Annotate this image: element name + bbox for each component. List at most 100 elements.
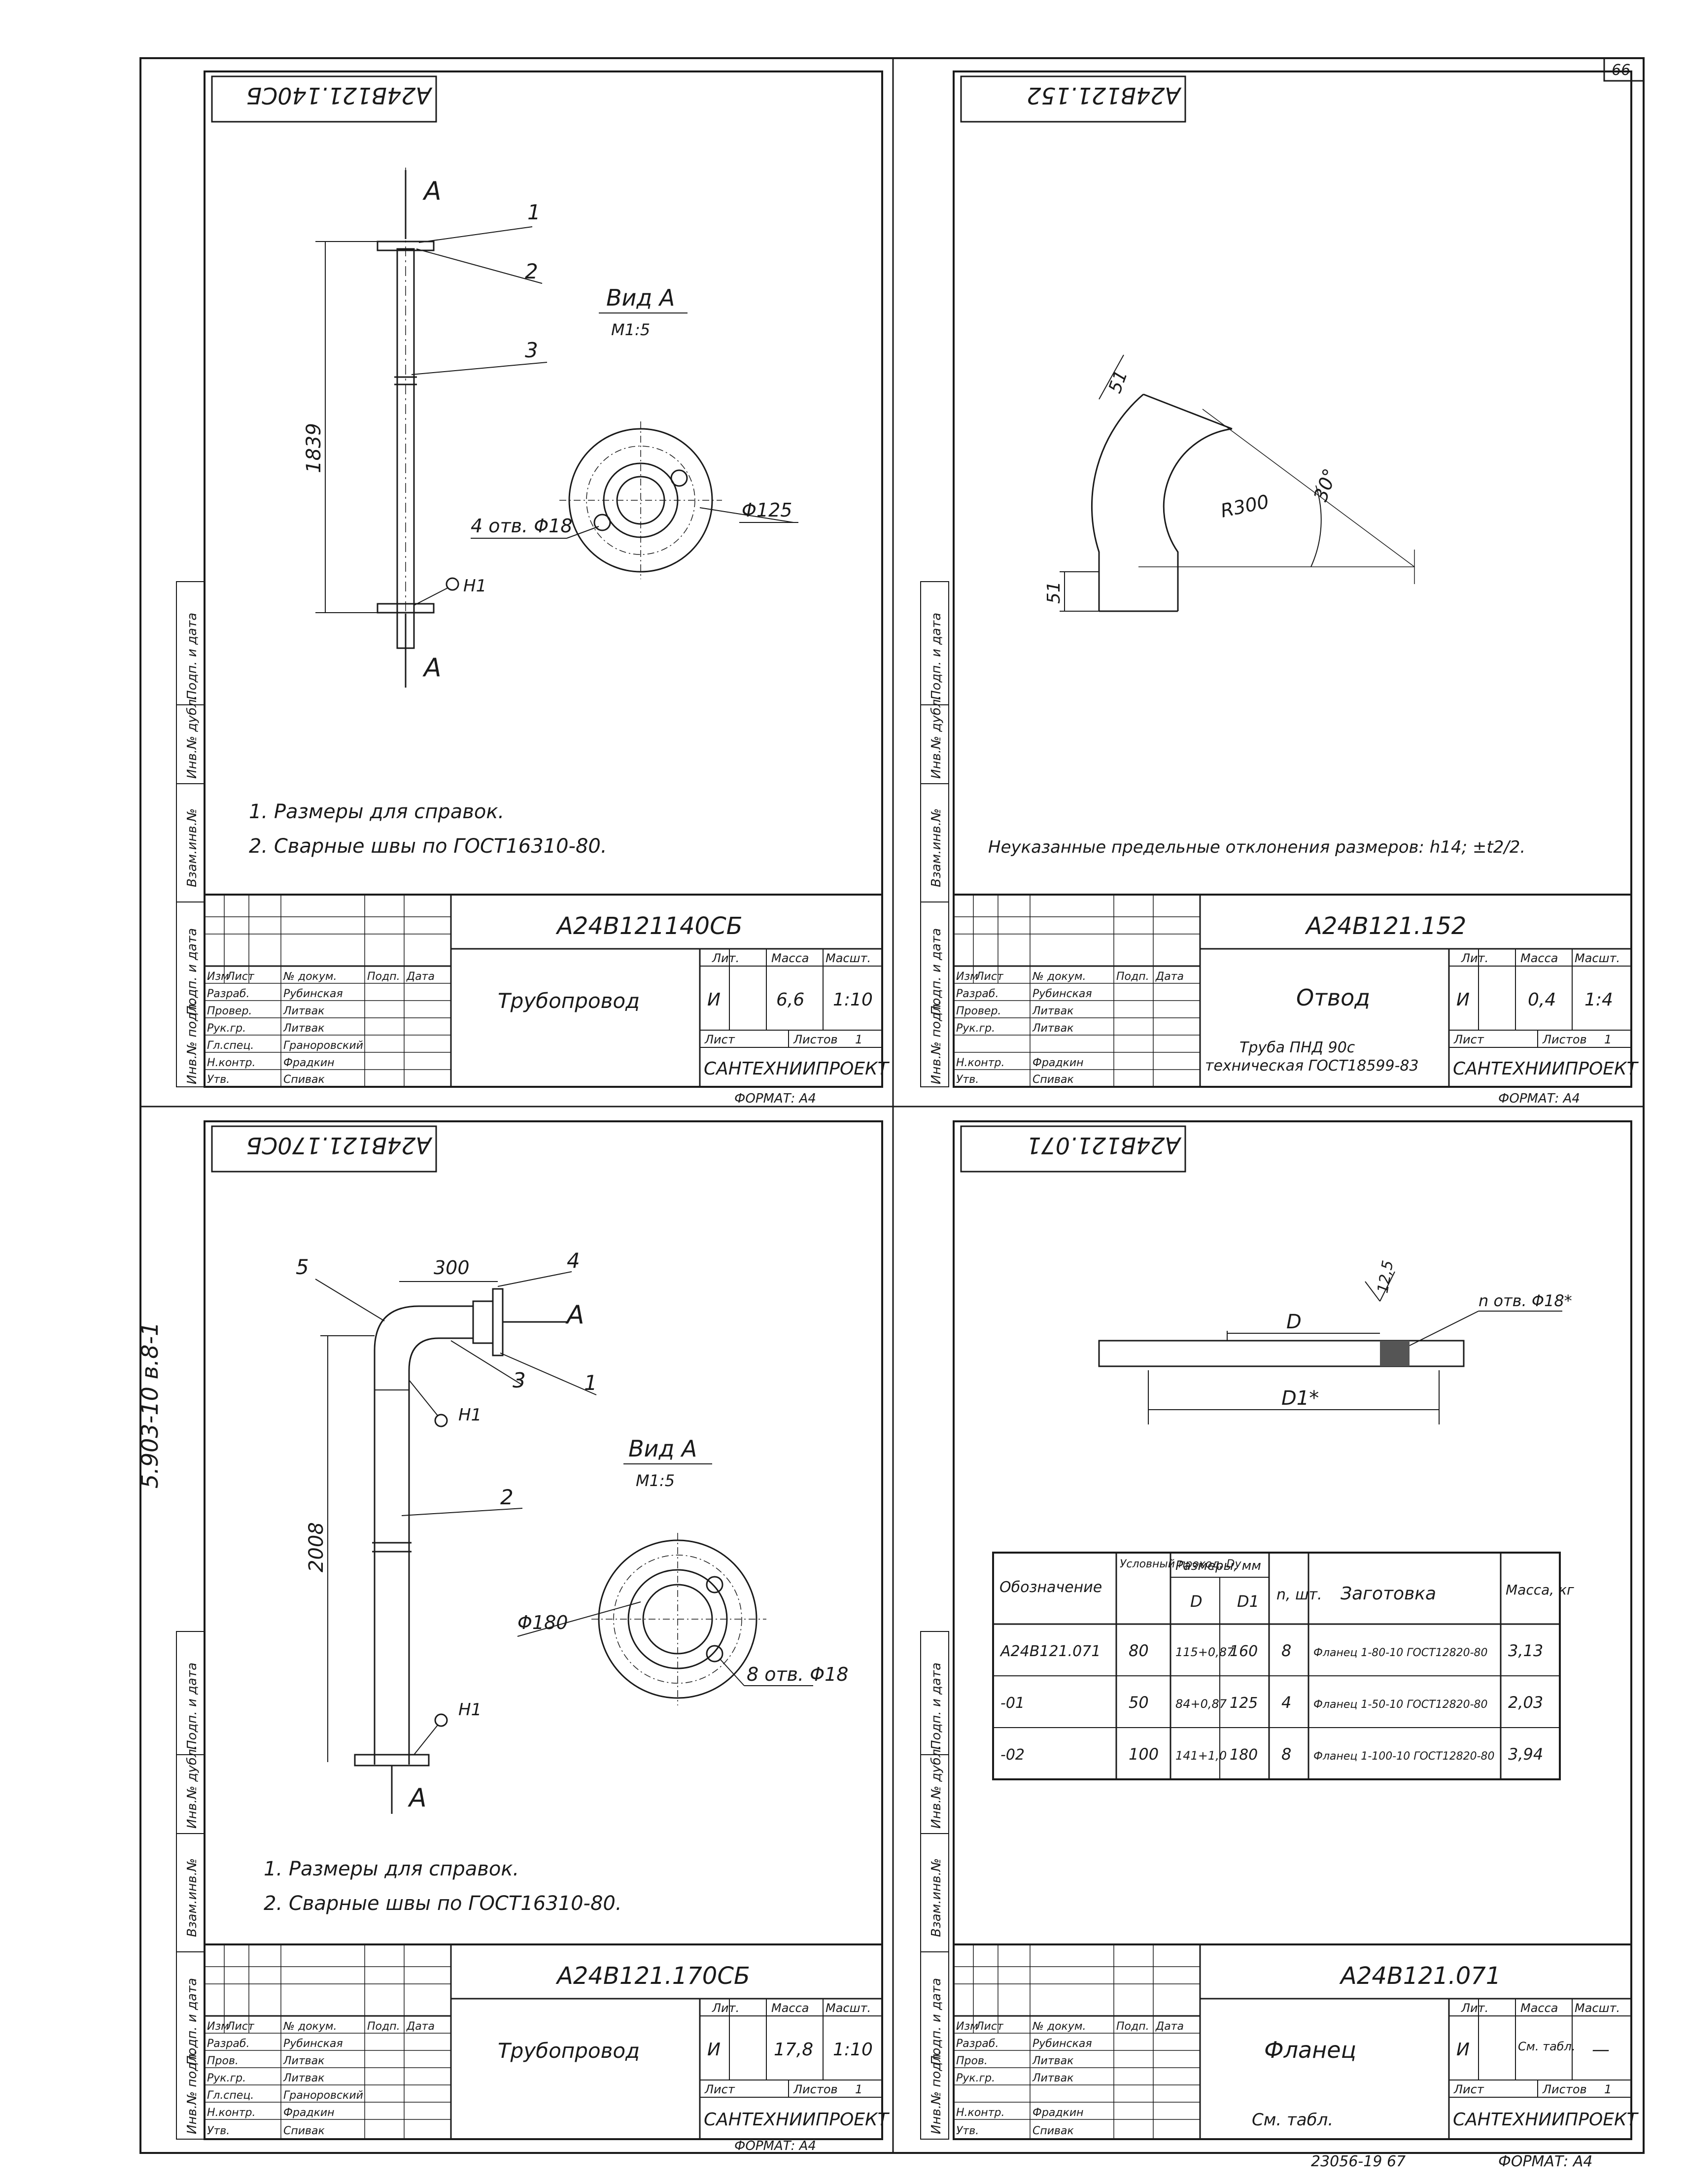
subtitle-line-1: Труба ПНД 90с: [1239, 1039, 1355, 1056]
side-label-podp-2: Подп. и дата: [929, 928, 944, 1015]
panel-drawing-170: А24В121.170СБ А А 300 2008 5 4: [176, 1120, 890, 2153]
roughness-value: 12,5: [1374, 1259, 1397, 1295]
marker-circle-bottom: [434, 1713, 448, 1727]
hdr-mass: Масса: [1520, 951, 1558, 965]
role-2: Рук.гр.: [956, 1022, 995, 1035]
hdr-sheets: Листов: [1542, 2082, 1587, 2096]
role-4: Н.контр.: [207, 2107, 255, 2119]
table-cell: 3,94: [1508, 1745, 1543, 1764]
name-3: Граноровский: [283, 2089, 363, 2102]
radius-line: [1202, 409, 1415, 567]
bolt-hole: [593, 514, 611, 531]
section-label-bottom: А: [422, 653, 442, 683]
pipe-outer-wall: [374, 1305, 473, 1765]
designation: А24В121140СБ: [555, 912, 743, 940]
diameter-leader: [517, 1601, 641, 1637]
side-label-podl: Инв.№ подл.: [185, 1000, 200, 1084]
side-strip: [176, 1631, 205, 2140]
leader-2: [416, 248, 543, 284]
side-label-podp-2: Подп. и дата: [185, 928, 200, 1015]
elbow-outer-wall: [1163, 428, 1233, 611]
hdr-list: Лист: [975, 2020, 1004, 2033]
view-a: Вид А М1:5 Φ180 8 отв. Φ18: [517, 1435, 848, 1705]
leader-5: [315, 1279, 385, 1321]
title: Фланец: [1264, 2037, 1356, 2063]
role-5: Утв.: [207, 1074, 230, 1086]
side-label-dubl: Инв.№ дубл.: [185, 1745, 200, 1829]
leader-4: [497, 1271, 572, 1287]
holes-leader: [566, 526, 599, 539]
side-strip: [920, 1631, 949, 2140]
hdr-izm: Изм: [207, 971, 229, 983]
name-2: Литвак: [283, 1022, 325, 1035]
hdr-sheets: Листов: [1542, 1033, 1587, 1046]
side-label-podp-2: Подп. и дата: [185, 1978, 200, 2065]
dim-D1: D1*: [1281, 1387, 1319, 1410]
role-1: Пров.: [956, 2055, 988, 2067]
side-label-vzam: Взам.инв.№: [929, 808, 944, 887]
org: САНТЕХНИИПРОЕКТ: [704, 2110, 890, 2130]
name-5: Спивак: [283, 1074, 325, 1086]
marker-leader: [409, 1380, 438, 1416]
dim-51-left-label: 51: [1044, 581, 1064, 604]
name-1: Литвак: [283, 2055, 325, 2067]
mass-value: См. табл.: [1518, 2040, 1576, 2053]
section-label-bottom: А: [408, 1783, 427, 1813]
hdr-sheet: Лист: [1453, 1033, 1484, 1046]
flange-pipe: [472, 1300, 494, 1344]
table-cell: 125: [1230, 1695, 1258, 1712]
title-block-frame: [204, 894, 883, 1088]
scale-value: 1:4: [1584, 990, 1613, 1010]
panel-drawing-152: А24В121.152 R300 30° 51 51 Неуказанные п…: [920, 70, 1639, 1106]
name-1: Литвак: [283, 1005, 325, 1017]
designation-mirrored: А24В121.140СБ: [246, 82, 433, 109]
flange-outer: [598, 1539, 757, 1699]
title: Трубопровод: [498, 2039, 640, 2063]
table-cell: А24В121.071: [999, 1643, 1101, 1660]
drawing-frame: [204, 70, 883, 1088]
format-label: ФОРМАТ: А4: [1498, 1091, 1580, 1106]
pos-1: 1: [527, 200, 541, 224]
hdr-sheet: Лист: [1453, 2082, 1484, 2096]
name-4: Фрадкин: [1032, 2107, 1084, 2119]
leader-3: [411, 362, 548, 375]
hdr-doc: № докум.: [283, 2020, 337, 2033]
pos-4: 4: [567, 1248, 580, 1273]
org: САНТЕХНИИПРОЕКТ: [1453, 2110, 1639, 2130]
leader-3: [450, 1340, 523, 1386]
side-label-podp: Подп. и дата: [185, 1663, 200, 1750]
table-cell: 8: [1281, 1745, 1291, 1764]
side-label-vzam: Взам.инв.№: [185, 1858, 200, 1937]
drawing-frame: [953, 70, 1632, 1088]
holes-leader: [1409, 1311, 1479, 1346]
bottom-format: ФОРМАТ: А4: [1498, 2153, 1593, 2170]
scale-value: 1:10: [833, 2040, 873, 2060]
name-0: Рубинская: [1032, 988, 1092, 1000]
designation-mirrored: А24В121.152: [1027, 82, 1182, 109]
name-0: Рубинская: [283, 2038, 343, 2050]
table-cell: Фланец 1-80-10 ГОСТ12820-80: [1313, 1647, 1488, 1659]
sheets-value: 1: [855, 1033, 862, 1046]
flange-bottom: [354, 1754, 430, 1767]
marker-label-bottom: Н1: [458, 1700, 482, 1720]
role-1: Пров.: [207, 2055, 239, 2067]
marker-circle-top: [434, 1414, 448, 1427]
name-5: Спивак: [283, 2125, 325, 2137]
diameter-label: Φ125: [742, 499, 792, 521]
sheet-number: 66: [1612, 62, 1630, 79]
name-4: Фрадкин: [283, 2107, 335, 2119]
hdr-lit: Лит.: [712, 951, 739, 965]
pos-2: 2: [500, 1485, 514, 1509]
role-4: Н.контр.: [956, 2107, 1004, 2119]
title-block: Изм Лист № докум. Подп. Дата Разраб. Руб…: [204, 894, 890, 1088]
lit-value: И: [1456, 2040, 1470, 2060]
hdr-sheet: Лист: [704, 1033, 735, 1046]
drawing-frame: [953, 1120, 1632, 2140]
table-cell: Фланец 1-50-10 ГОСТ12820-80: [1313, 1699, 1488, 1711]
hdr-mass: Масса: [1520, 2001, 1558, 2015]
hdr-sheet: Лист: [704, 2082, 735, 2096]
table-cell: -02: [1000, 1746, 1025, 1764]
table-cell: Фланец 1-100-10 ГОСТ12820-80: [1313, 1750, 1495, 1763]
title-block: Изм Лист № докум. Подп. Дата Разраб. Руб…: [953, 1943, 1639, 2140]
